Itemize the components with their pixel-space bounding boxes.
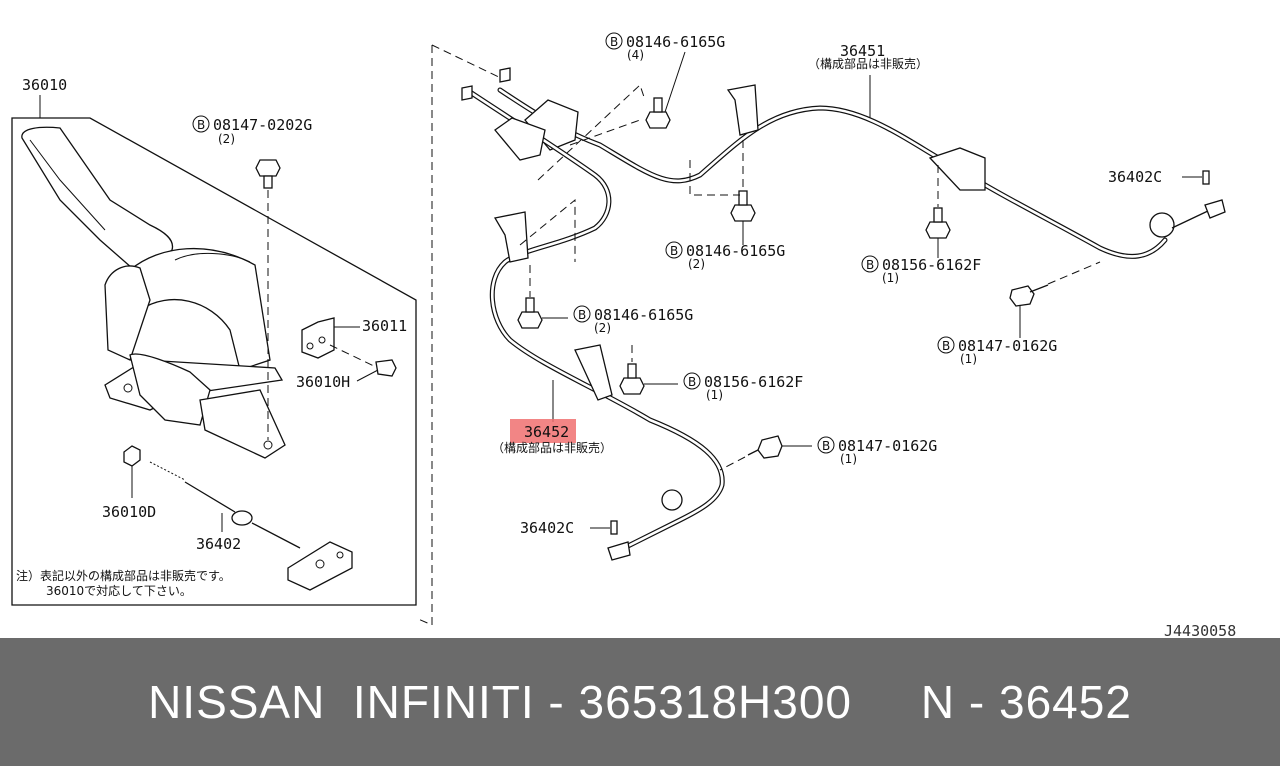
bolt-symbol: B bbox=[670, 244, 678, 258]
bolt-symbol: B bbox=[822, 439, 830, 453]
bolt-symbol: B bbox=[197, 118, 205, 132]
banner-gap bbox=[852, 675, 921, 729]
brand-part-number: NISSAN INFINITI - 365318H300 bbox=[148, 676, 852, 728]
label-08156-6162f-f: 08156-6162F bbox=[704, 373, 803, 391]
group-boundary bbox=[415, 44, 506, 626]
drawing-code: J4430058 bbox=[1164, 622, 1236, 638]
part-highlight bbox=[510, 419, 576, 443]
label-08146-6165g-b: 08146-6165G bbox=[686, 242, 785, 260]
label-36010d: 36010D bbox=[102, 503, 156, 521]
switch-icon bbox=[301, 317, 397, 382]
qty-f: (1) bbox=[706, 388, 723, 402]
qty-b: (2) bbox=[688, 257, 705, 271]
bolt-symbol: B bbox=[866, 258, 874, 272]
sub-36451: （構成部品は非販売） bbox=[808, 56, 928, 71]
label-36402: 36402 bbox=[196, 535, 241, 553]
label-08146-6165g-e: 08146-6165G bbox=[594, 306, 693, 324]
label-08147-0202g: 08147-0202G bbox=[213, 116, 312, 134]
rear-cable-left bbox=[461, 85, 725, 561]
label-36402c-left: 36402C bbox=[520, 519, 574, 537]
callout-labels: 36010 B 08147-0202G (2) 36011 36010H 360… bbox=[16, 32, 1236, 638]
qty-a: (4) bbox=[627, 48, 644, 62]
front-cable-icon bbox=[123, 445, 353, 591]
qty-d: (1) bbox=[960, 352, 977, 366]
label-36451: 36451 bbox=[840, 42, 885, 60]
bolt-symbol: B bbox=[578, 308, 586, 322]
qty-e: (2) bbox=[594, 321, 611, 335]
banner-text: NISSAN INFINITI - 365318H300 N - 36452 bbox=[0, 638, 1280, 766]
label-36010h: 36010H bbox=[296, 373, 350, 391]
bolt-set bbox=[517, 51, 1101, 471]
label-08156-6162f-c: 08156-6162F bbox=[882, 256, 981, 274]
reference-number: N - 36452 bbox=[920, 676, 1132, 728]
rear-cable-right bbox=[497, 67, 1226, 259]
bolt-symbol: B bbox=[610, 35, 618, 49]
bolt-symbol: B bbox=[942, 339, 950, 353]
qty-g: (1) bbox=[840, 452, 857, 466]
lever-assembly-box bbox=[11, 95, 417, 606]
note-line-2: 36010で対応して下さい。 bbox=[46, 584, 192, 598]
label-36010: 36010 bbox=[22, 76, 67, 94]
label-08147-0162g-d: 08147-0162G bbox=[958, 337, 1057, 355]
parking-brake-diagram: 36010 B 08147-0202G (2) 36011 36010H 360… bbox=[11, 32, 1236, 638]
label-08147-0162g-g: 08147-0162G bbox=[838, 437, 937, 455]
bolt-symbol: B bbox=[688, 375, 696, 389]
label-36402c-right: 36402C bbox=[1108, 168, 1162, 186]
sub-36452: （構成部品は非販売） bbox=[492, 440, 612, 455]
parking-brake-lever bbox=[21, 126, 286, 459]
label-36452: 36452 bbox=[524, 423, 569, 441]
note-line-1: 注）表記以外の構成部品は非販売です。 bbox=[16, 568, 231, 583]
qty-top: (2) bbox=[218, 132, 235, 146]
label-08146-6165g-a: 08146-6165G bbox=[626, 33, 725, 51]
part-number-banner: NISSAN INFINITI - 365318H300 N - 36452 bbox=[0, 638, 1280, 766]
bolt-top-icon bbox=[255, 159, 281, 440]
qty-c: (1) bbox=[882, 271, 899, 285]
label-36011: 36011 bbox=[362, 317, 407, 335]
